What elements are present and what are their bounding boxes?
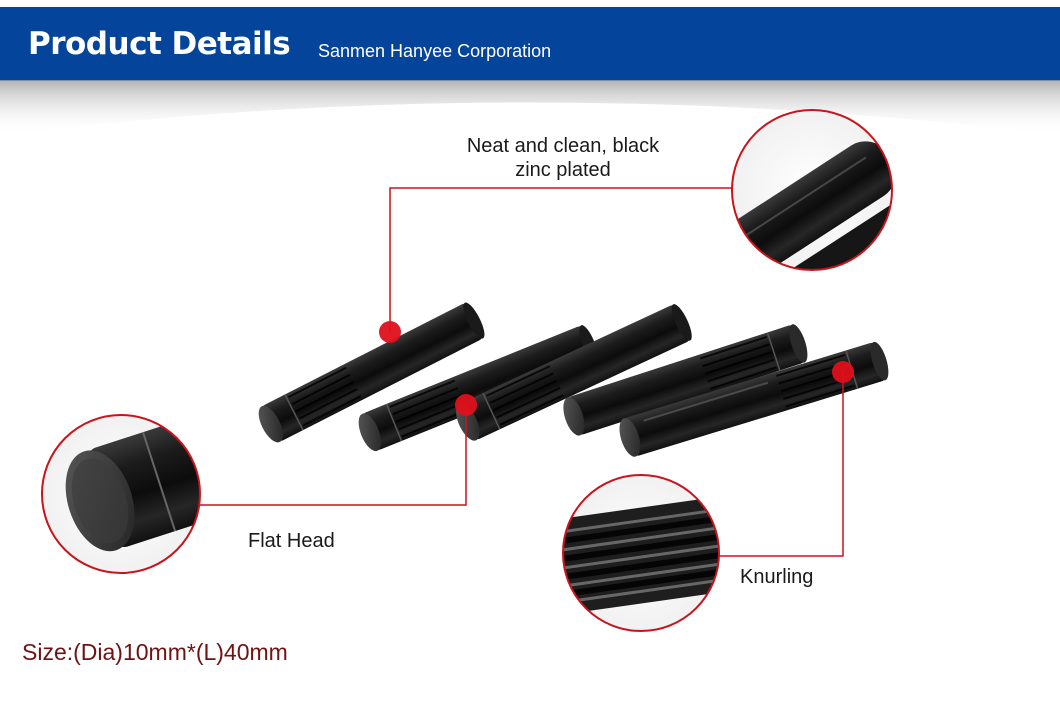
pin-4 xyxy=(563,324,808,436)
connector-line-knurling xyxy=(718,372,844,557)
callout-label-plating-line2: zinc plated xyxy=(515,159,611,181)
page-title: Product Details xyxy=(28,26,291,62)
detail-circle-flat-head xyxy=(41,414,201,574)
connector-line-plating xyxy=(389,187,732,332)
callout-lines xyxy=(200,187,844,557)
company-name: Sanmen Hanyee Corporation xyxy=(318,41,552,61)
pin-1 xyxy=(258,302,485,443)
detail-circle-knurling xyxy=(562,474,720,632)
connector-line-flat-head xyxy=(200,405,467,506)
detail-circle-plating xyxy=(731,109,893,271)
callout-label-plating: Neat and clean, black zinc plated xyxy=(440,134,686,182)
header-banner: Product Details Sanmen Hanyee Corporatio… xyxy=(0,7,1060,81)
marker-dot-plating xyxy=(379,321,401,343)
marker-dot-flat-head xyxy=(455,394,477,416)
callout-label-plating-line1: Neat and clean, black xyxy=(466,135,660,157)
pin-3 xyxy=(456,304,692,441)
marker-dot-knurling xyxy=(832,361,854,383)
callout-label-flat-head: Flat Head xyxy=(248,530,335,552)
callout-label-knurling: Knurling xyxy=(740,566,814,588)
size-spec: Size:(Dia)10mm*(L)40mm xyxy=(22,639,288,665)
pin-5 xyxy=(619,341,889,457)
